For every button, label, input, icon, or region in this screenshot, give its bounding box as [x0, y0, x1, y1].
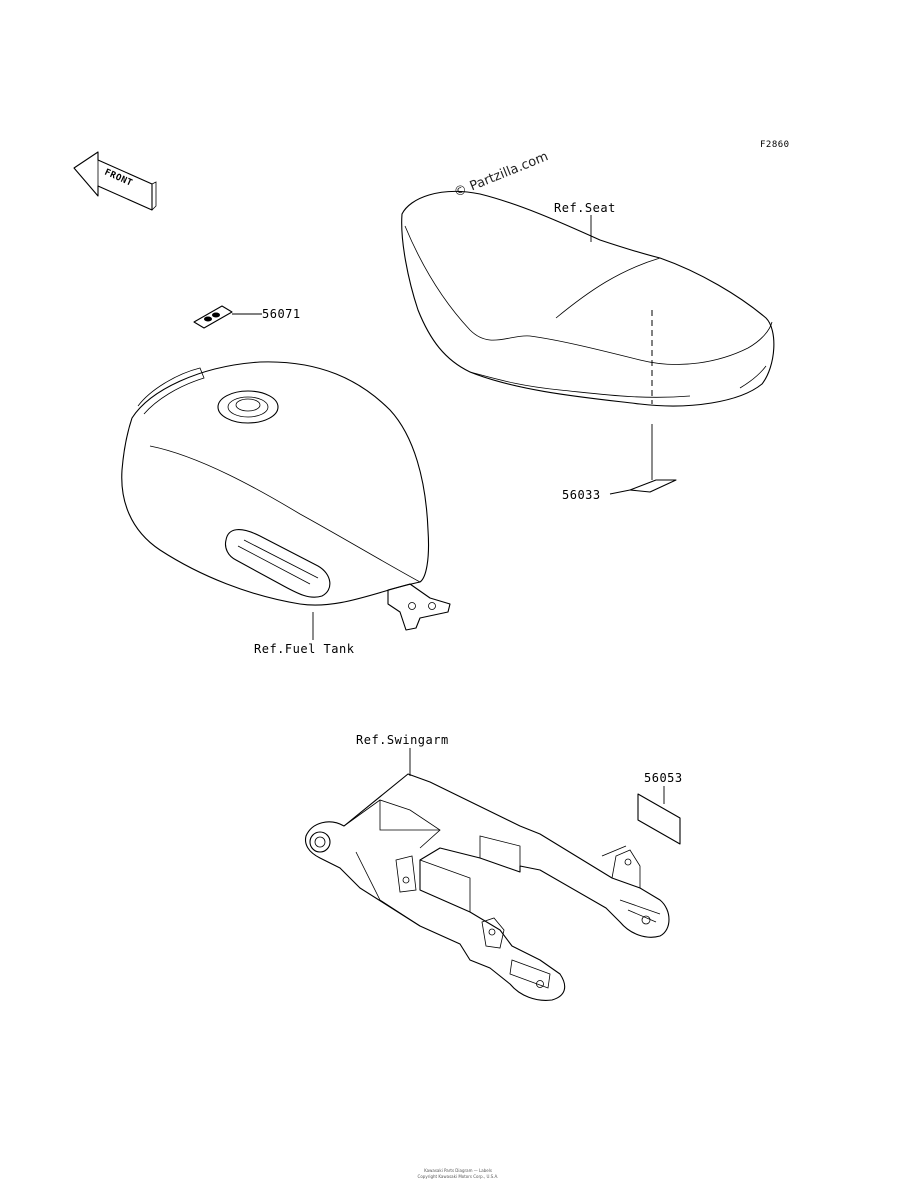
fuel-tank-drawing — [121, 361, 451, 631]
part-number-56053: 56053 — [644, 771, 683, 785]
figure-code: F2860 — [760, 140, 790, 150]
fuel-tank-label: Ref.Fuel Tank — [254, 642, 355, 656]
front-arrow-icon: FRONT — [73, 151, 157, 211]
label-56053-sticker — [637, 793, 681, 845]
front-label: FRONT — [103, 168, 134, 189]
label-56033-sticker — [629, 479, 677, 493]
swingarm-drawing — [304, 773, 670, 1001]
label-56071-sticker — [193, 305, 233, 329]
part-number-56033: 56033 — [562, 488, 601, 502]
swingarm-label: Ref.Swingarm — [356, 733, 449, 747]
seat-label: Ref.Seat — [554, 201, 616, 215]
seat-drawing — [401, 190, 775, 407]
part-number-56071: 56071 — [262, 307, 301, 321]
footer-line-1: Kawasaki Parts Diagram — Labels — [424, 1168, 492, 1173]
footer-line-2: Copyright Kawasaki Motors Corp., U.S.A. — [418, 1174, 499, 1179]
watermark: © Partzilla.com — [452, 149, 551, 200]
